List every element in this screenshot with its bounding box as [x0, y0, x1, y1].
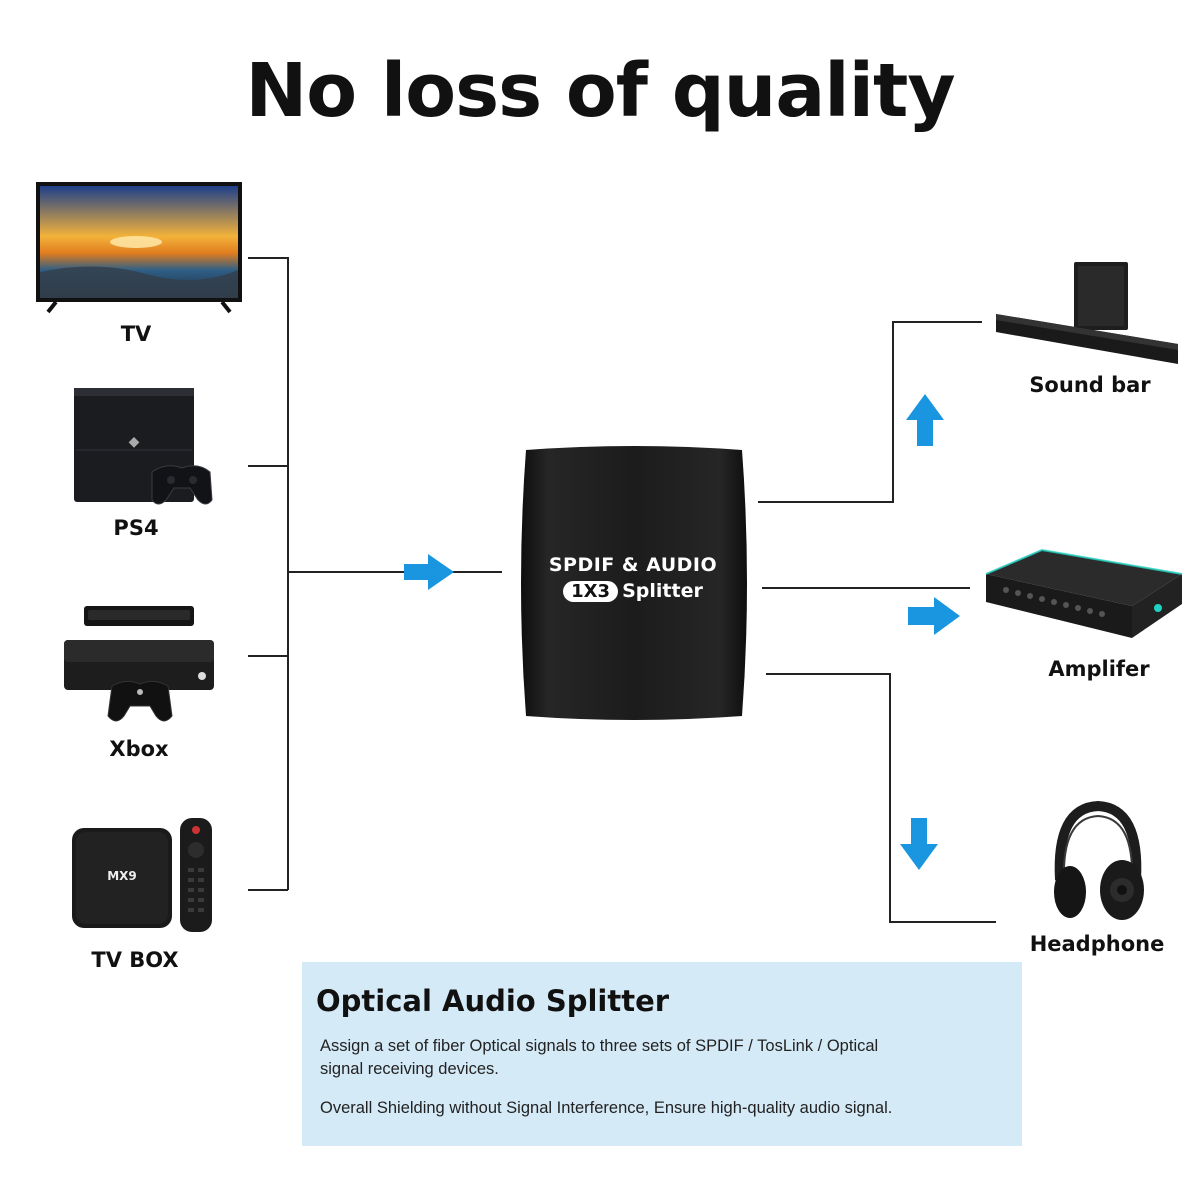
source-label-xbox: Xbox	[109, 737, 169, 761]
splitter-body-icon	[521, 446, 747, 720]
arrow-up-icon	[906, 394, 944, 446]
arrow-right-icon	[908, 597, 960, 635]
tv-icon	[36, 182, 242, 314]
info-panel: Optical Audio Splitter Assign a set of f…	[302, 962, 1022, 1146]
device-label-line1: SPDIF & AUDIO	[548, 554, 718, 576]
output-wires	[758, 321, 996, 923]
output-label-headphone: Headphone	[1029, 932, 1165, 956]
output-label-amplifier: Amplifer	[1048, 657, 1150, 681]
device-label-splitter: Splitter	[622, 580, 703, 602]
xbox-console-icon	[64, 606, 214, 722]
tv-box-icon: MX9	[72, 818, 212, 932]
output-label-sound-bar: Sound bar	[1029, 373, 1151, 397]
arrow-right-icon	[404, 554, 454, 590]
headphone-icon	[1054, 800, 1144, 920]
tv-box-brand: MX9	[107, 869, 137, 883]
svg-text:◆: ◆	[129, 434, 140, 450]
device-badge: 1X3	[563, 581, 619, 602]
source-label-tv-box: TV BOX	[91, 948, 179, 972]
info-title: Optical Audio Splitter	[316, 984, 670, 1018]
info-description-line1: Assign a set of fiber Optical signals to…	[320, 1037, 879, 1055]
wire-soundbar	[758, 321, 982, 503]
ps4-console-icon: ◆	[74, 388, 213, 505]
amplifier-icon	[985, 548, 1183, 638]
info-description-line2: signal receiving devices.	[320, 1060, 499, 1078]
page-title: No loss of quality	[245, 48, 955, 134]
wire-tv	[248, 257, 289, 890]
source-label-tv: TV	[120, 322, 152, 346]
input-wires	[248, 257, 502, 891]
wire-headphone	[766, 673, 996, 923]
info-description-line3: Overall Shielding without Signal Interfe…	[320, 1099, 893, 1117]
source-label-ps4: PS4	[113, 516, 159, 540]
sound-bar-icon	[996, 262, 1178, 364]
arrow-down-icon	[900, 818, 938, 870]
